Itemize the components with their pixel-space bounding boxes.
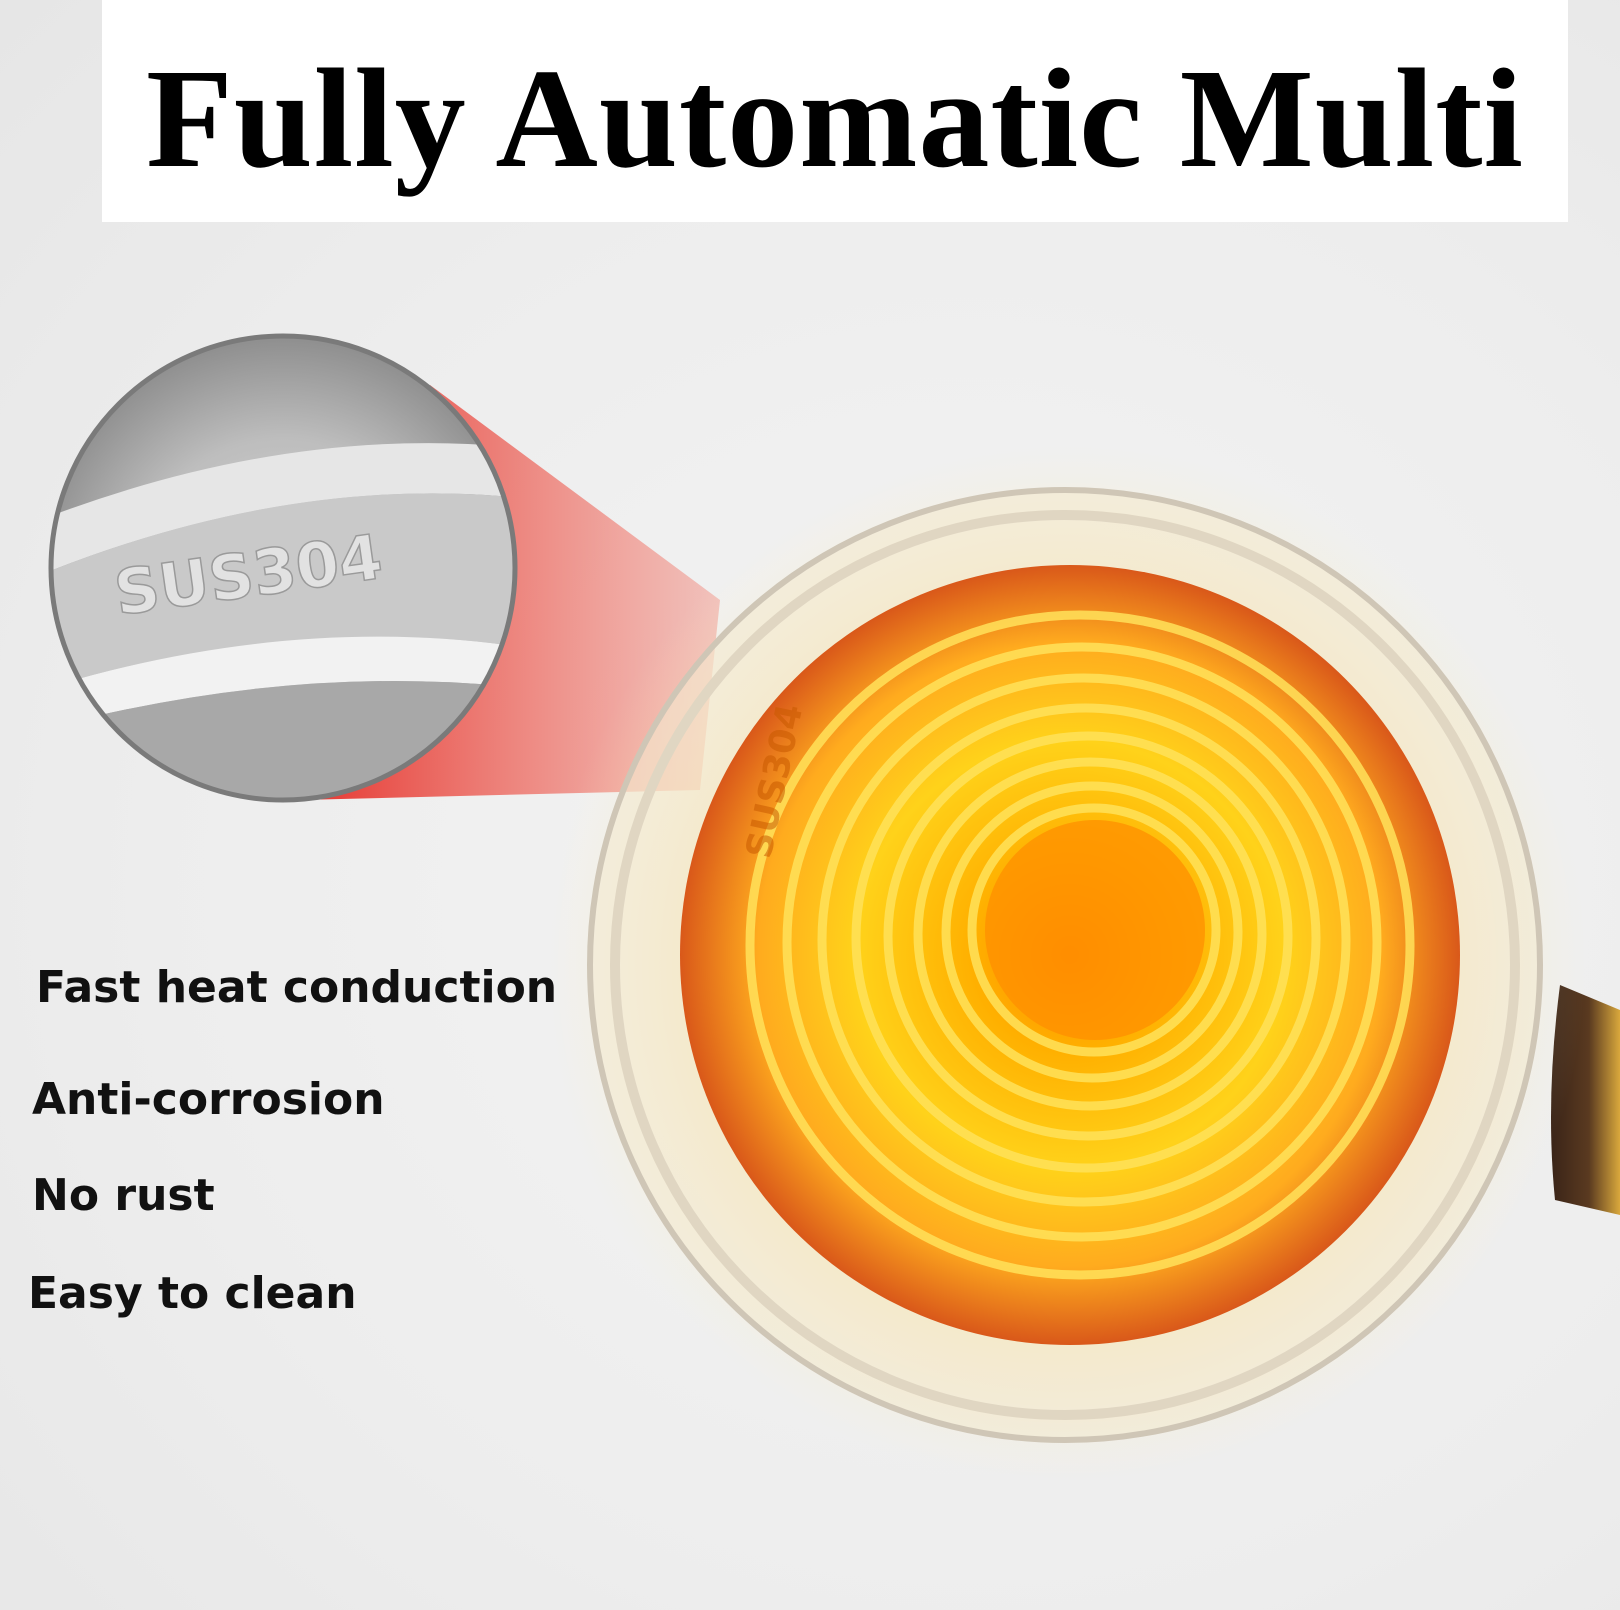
title-banner: Fully Automatic Multi [102, 0, 1568, 222]
page-title: Fully Automatic Multi [146, 39, 1524, 197]
heating-rings [745, 610, 1415, 1280]
feature-fast-heat: Fast heat conduction [36, 962, 558, 1013]
magnifier-zoom: SUS304 [48, 333, 518, 803]
feature-anti-corrosion: Anti-corrosion [32, 1074, 385, 1125]
feature-easy-clean: Easy to clean [28, 1268, 357, 1319]
glass-lid-inner-rim [610, 510, 1520, 1420]
heating-center [985, 820, 1205, 1040]
feature-no-rust: No rust [32, 1170, 215, 1221]
